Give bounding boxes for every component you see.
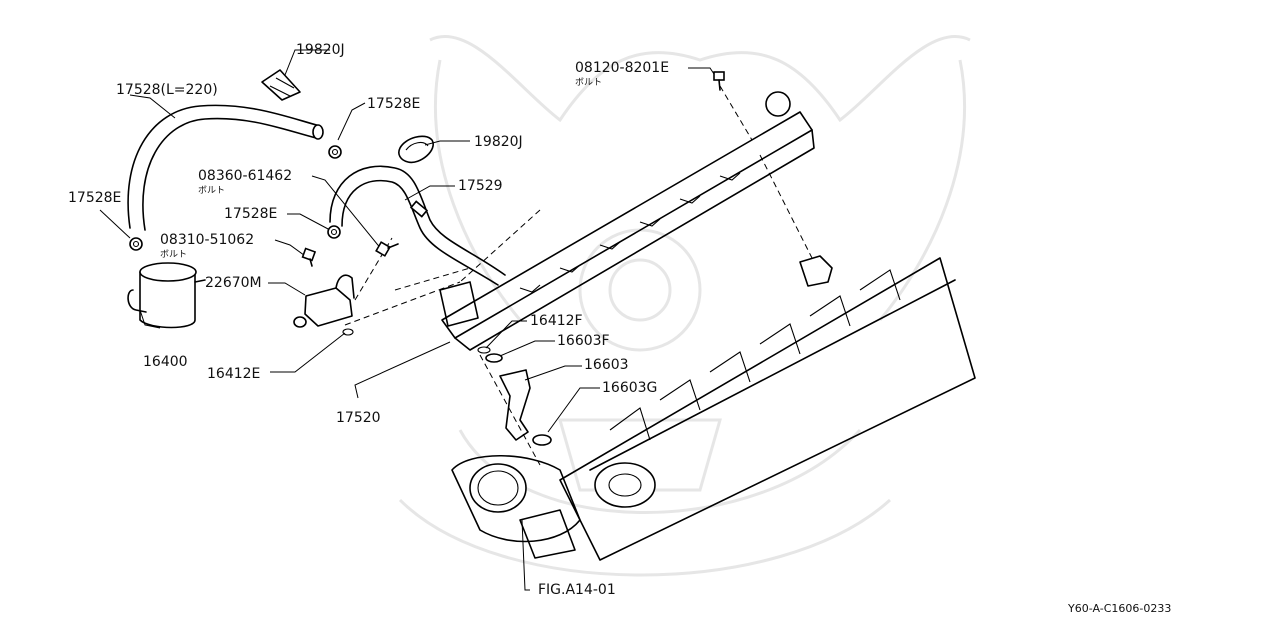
label-08360-sub: ボルト <box>198 186 226 196</box>
clamp-17528e-upper <box>328 145 342 159</box>
label-16603g[interactable]: 16603G <box>602 380 658 396</box>
bolt-08120-8201e <box>713 71 725 91</box>
label-08120-sub: ボルト <box>575 78 603 88</box>
diagram-code: Y60-A-C1606-0233 <box>1068 602 1172 615</box>
o-ring-16412e <box>342 328 354 336</box>
label-08310-51062[interactable]: 08310-51062 <box>160 232 255 248</box>
pressure-regulator-22670m <box>293 274 355 328</box>
label-19820j-mid[interactable]: 19820J <box>474 134 523 150</box>
leader-lines <box>99 49 719 591</box>
label-16400[interactable]: 16400 <box>143 354 188 370</box>
clip-19820j-mid <box>398 135 434 164</box>
injector-16603 <box>485 353 531 441</box>
label-17528e-upper[interactable]: 17528E <box>367 96 421 112</box>
bolt-08310-51062 <box>301 247 317 267</box>
label-08360-61462[interactable]: 08360-61462 <box>198 168 293 184</box>
label-19820j-top[interactable]: 19820J <box>296 42 345 58</box>
label-17529[interactable]: 17529 <box>458 178 503 194</box>
label-16603f[interactable]: 16603F <box>557 333 610 349</box>
hose-17528 <box>127 104 324 231</box>
label-17528e-mid[interactable]: 17528E <box>224 206 278 222</box>
label-16412e[interactable]: 16412E <box>207 366 261 382</box>
label-17528e-left[interactable]: 17528E <box>68 190 122 206</box>
seal-16603g <box>532 434 552 446</box>
intake-manifold <box>559 255 976 561</box>
clip-19820j-top <box>261 69 301 101</box>
label-08310-sub: ボルト <box>160 250 188 260</box>
clamp-17528e-left <box>129 237 143 251</box>
fuel-rail-17520 <box>439 91 815 351</box>
o-ring-16412f <box>477 346 491 354</box>
label-08120-8201e[interactable]: 08120-8201E <box>575 60 670 76</box>
label-22670m[interactable]: 22670M <box>205 275 262 291</box>
label-17520[interactable]: 17520 <box>336 410 381 426</box>
label-16412f[interactable]: 16412F <box>530 313 583 329</box>
label-17528-l220[interactable]: 17528(L=220) <box>116 82 218 98</box>
hose-17529 <box>329 165 506 286</box>
label-fig-reference[interactable]: FIG.A14-01 <box>538 582 616 598</box>
clamp-17528e-mid <box>327 225 341 239</box>
bolt-08360-61462 <box>375 241 399 257</box>
watermark-emblem <box>398 35 971 577</box>
throttle-body <box>451 454 581 559</box>
label-16603[interactable]: 16603 <box>584 357 629 373</box>
fuel-filter-16400 <box>127 262 206 329</box>
